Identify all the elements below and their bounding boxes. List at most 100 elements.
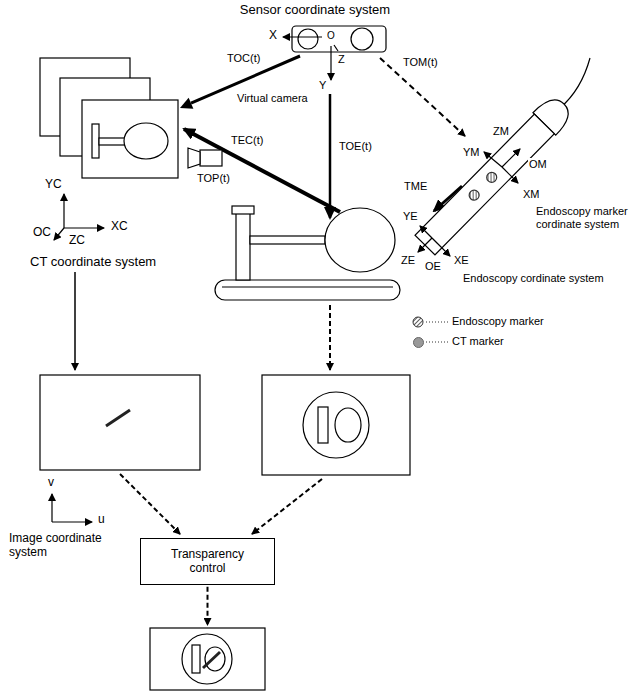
phantom xyxy=(215,280,400,300)
output-image xyxy=(150,628,265,690)
figure-group: Sensor coordinate system xyxy=(230,2,400,56)
axis-label: Endoscopy marker cordinate system xyxy=(535,205,631,230)
axis-label: XC xyxy=(110,220,129,234)
virtual-camera xyxy=(188,148,222,168)
axis-label: TOM(t) xyxy=(402,56,439,69)
output-image xyxy=(150,628,265,690)
ct-image-stack xyxy=(92,124,99,158)
output-image xyxy=(203,652,220,668)
endoscope xyxy=(560,58,590,108)
arrow-head xyxy=(180,98,193,109)
flow-arrows xyxy=(252,479,322,534)
sensor-device xyxy=(298,29,318,49)
transform-label: TOC(t) xyxy=(226,52,261,65)
flow-arrows xyxy=(329,305,331,370)
phantom xyxy=(232,206,254,214)
endoscope-axes xyxy=(420,226,432,238)
axis-label: TME xyxy=(403,180,428,193)
axis-label: v xyxy=(47,476,55,490)
rendered-ct-image xyxy=(40,375,200,470)
endoscope-image xyxy=(303,392,369,458)
axis-label: TOP(t) xyxy=(196,172,231,185)
endoscope xyxy=(467,188,481,202)
image-axes xyxy=(52,521,92,522)
sensor-device xyxy=(351,28,373,50)
ct-image-stack xyxy=(99,138,125,145)
endoscope-image xyxy=(262,375,410,475)
axis-label: Endoscopy cordinate system xyxy=(462,272,605,285)
sensor-axes xyxy=(334,45,338,51)
system-title: CT coordinate system xyxy=(30,254,180,270)
axis-label: Y xyxy=(318,79,327,92)
endoscope xyxy=(414,93,576,256)
ct-image-stack xyxy=(124,123,168,159)
axis-label: OE xyxy=(424,260,442,273)
axis-label: OM xyxy=(528,158,548,171)
sensor-device xyxy=(292,26,386,52)
ct-axes xyxy=(54,228,64,240)
sensor-axes xyxy=(283,36,322,37)
system-title: Sensor coordinate system xyxy=(230,2,400,18)
endoscope-axes xyxy=(418,149,520,256)
rendered-ct-image xyxy=(106,410,130,426)
endoscope-axes xyxy=(484,152,502,167)
legend-samples xyxy=(426,322,448,323)
axis-label: ZC xyxy=(68,234,86,248)
phantom xyxy=(236,212,250,280)
flow-arrows xyxy=(120,474,180,534)
virtual-camera xyxy=(200,150,222,166)
flow-arrows xyxy=(74,272,76,370)
endoscope-axes xyxy=(418,238,432,252)
figure-group: CT coordinate system xyxy=(30,55,180,270)
axis-label: TOE(t) xyxy=(338,140,373,153)
axis-label: XE xyxy=(453,254,470,267)
phantom xyxy=(250,236,325,244)
endoscope-axes xyxy=(432,238,450,256)
virtual-camera xyxy=(188,148,200,168)
axis-label: OC xyxy=(32,226,52,240)
endoscope-image xyxy=(335,408,361,442)
axis-label: XM xyxy=(522,188,541,201)
axis-label: Virtual camera xyxy=(236,92,309,105)
phantom xyxy=(222,286,393,287)
endoscope-axes xyxy=(502,167,518,183)
sensor-axes xyxy=(330,46,331,80)
rendered-ct-image xyxy=(40,375,200,470)
output-image xyxy=(192,645,200,673)
endoscope xyxy=(485,170,499,184)
axis-label: YC xyxy=(44,178,63,192)
sensor-device xyxy=(292,26,386,52)
axis-label: O xyxy=(326,30,336,42)
endoscope xyxy=(415,114,554,255)
legend-samples xyxy=(413,317,423,327)
output-image xyxy=(182,634,232,684)
legend-text: Endoscopy marker xyxy=(452,315,544,328)
endoscope-image xyxy=(262,375,410,475)
axis-label: YE xyxy=(402,210,419,223)
ct-axes xyxy=(63,194,64,228)
ct-image-stack xyxy=(82,100,178,178)
phantom xyxy=(215,206,400,300)
ct-axes xyxy=(64,227,104,228)
transform-arrows xyxy=(184,58,465,218)
flow-arrow xyxy=(207,587,209,625)
transform-arrows xyxy=(329,94,332,218)
axis-label: u xyxy=(97,513,106,527)
legend-swatch xyxy=(413,337,424,348)
axis-label: ZE xyxy=(400,254,416,267)
legend-samples xyxy=(426,342,448,343)
box-text: Transparency control xyxy=(169,547,246,576)
axis-label: YM xyxy=(462,146,481,159)
axis-label: X xyxy=(268,29,278,43)
ct-image-stack xyxy=(40,58,178,178)
legend-text: CT marker xyxy=(452,335,504,348)
image-axes xyxy=(51,494,52,522)
transform-arrows xyxy=(184,129,340,212)
axis-label: Image coordinate system xyxy=(8,532,110,560)
axis-label: ZM xyxy=(492,125,510,138)
transform-arrows xyxy=(380,58,465,136)
axis-label: Z xyxy=(337,53,346,66)
phantom xyxy=(325,208,395,272)
